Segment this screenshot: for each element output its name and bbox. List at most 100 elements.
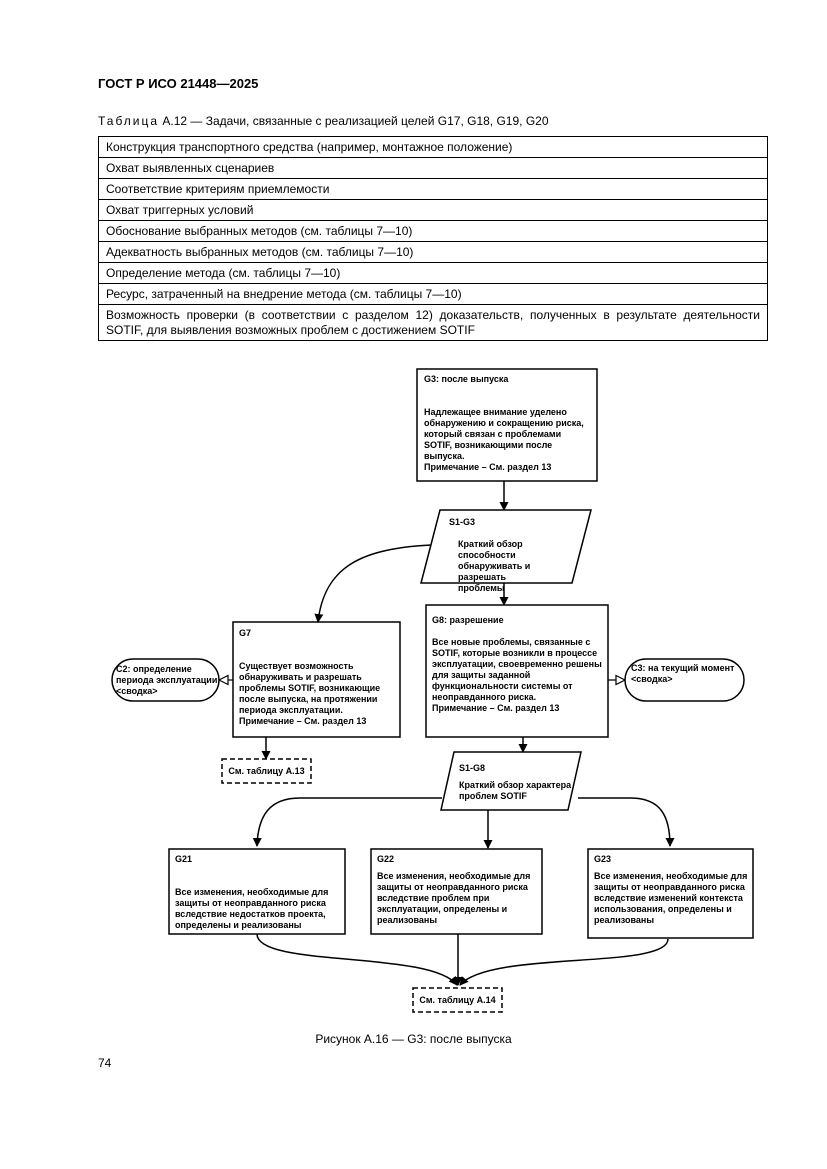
goal-g21-line: Все изменения, необходимые для <box>175 887 329 897</box>
goal-g22-text: G22 Все изменения, необходимые для защит… <box>377 854 539 926</box>
table-cell: Охват выявленных сценариев <box>98 157 768 179</box>
strategy-s1g3-shape <box>420 509 592 584</box>
ref-a14-box <box>412 987 503 1013</box>
goal-g8-box <box>425 604 609 738</box>
goal-g21-text: G21 Все изменения, необходимые для защит… <box>175 854 343 931</box>
goal-g8-line: функциональности системы от <box>432 681 573 691</box>
goal-g23-line: вследствие изменений контекста <box>594 893 743 903</box>
table-row: Определение метода (см. таблицы 7—10) <box>98 262 768 284</box>
context-c2-line: <сводка> <box>116 686 158 696</box>
strategy-s1g8-line: Краткий обзор характера <box>459 780 572 790</box>
goal-g22-box <box>370 848 543 935</box>
goal-g23-line: защиты от неоправданного риска <box>594 882 745 892</box>
goal-g3-line: SOTIF, возникающими после <box>424 440 553 450</box>
ref-a13-label: См. таблицу А.13 <box>228 766 305 776</box>
goal-g7-line: проблемы SOTIF, возникающие <box>239 683 381 693</box>
goal-g3-title: G3: после выпуска <box>424 374 509 384</box>
context-c3-shape <box>624 658 745 702</box>
context-c2-text: C2: определение периода эксплуатации <св… <box>116 664 219 697</box>
goal-g3-line: который связан с проблемами <box>424 429 562 439</box>
table-caption-text: А.12 — Задачи, связанные с реализацией ц… <box>162 114 549 128</box>
strategy-s1g3-text: S1-G3 Краткий обзор способности обнаружи… <box>449 517 579 594</box>
table-cell: Возможность проверки (в соответствии с р… <box>98 304 768 341</box>
table-caption: Таблица А.12 — Задачи, связанные с реали… <box>98 114 549 128</box>
strategy-s1g8-line: проблем SOTIF <box>459 791 527 801</box>
goal-g3-box <box>416 368 598 482</box>
goal-g8-note: Примечание – См. раздел 13 <box>432 703 560 713</box>
goal-g3-line: выпуска. <box>424 451 465 461</box>
table-cell: Ресурс, затраченный на внедрение метода … <box>98 283 768 305</box>
figure-caption: Рисунок А.16 — G3: после выпуска <box>315 1032 512 1046</box>
strategy-s1g3-line: проблемы <box>458 583 505 593</box>
strategy-s1g3-title: S1-G3 <box>449 517 476 527</box>
table-cell: Определение метода (см. таблицы 7—10) <box>98 262 768 284</box>
goal-g8-line: Все новые проблемы, связанные с <box>432 637 591 647</box>
connector-g21-ref-a14 <box>256 933 458 986</box>
goal-g21-title: G21 <box>175 854 193 864</box>
goal-g7-title: G7 <box>239 628 252 638</box>
context-c2-line: периода эксплуатации <box>116 675 218 685</box>
table-cell: Соответствие критериям приемлемости <box>98 178 768 200</box>
goal-g8-text: G8: разрешение Все новые проблемы, связа… <box>432 615 606 714</box>
goal-g23-box <box>587 848 754 939</box>
context-c3-text: C3: на текущий момент <сводка> <box>631 663 743 685</box>
goal-g22-line: защиты от неоправданного риска <box>377 882 528 892</box>
table-row: Возможность проверки (в соответствии с р… <box>98 304 768 341</box>
table-row: Охват выявленных сценариев <box>98 157 768 179</box>
goal-g3-text: G3: после выпуска Надлежащее внимание уд… <box>424 374 594 473</box>
ref-a14-label: См. таблицу А.14 <box>419 995 496 1005</box>
goal-g7-line: периода эксплуатации. <box>239 705 343 715</box>
ref-a13-box <box>221 758 312 784</box>
goal-g3-note: Примечание – См. раздел 13 <box>424 462 552 472</box>
table-cell: Адекватность выбранных методов (см. табл… <box>98 241 768 263</box>
document-header: ГОСТ Р ИСО 21448—2025 <box>98 76 259 91</box>
table-row: Ресурс, затраченный на внедрение метода … <box>98 283 768 305</box>
goal-g7-line: Существует возможность <box>239 661 354 671</box>
context-c2-shape <box>111 658 220 702</box>
goal-g22-line: реализованы <box>377 915 438 925</box>
goal-g8-line: для защиты заданной <box>432 670 531 680</box>
goal-g7-box <box>232 621 401 738</box>
goal-g22-line: вследствие проблем при <box>377 893 490 903</box>
table-caption-prefix: Таблица <box>98 114 160 128</box>
goal-g23-title: G23 <box>594 854 612 864</box>
requirements-table: Конструкция транспортного средства (напр… <box>98 136 768 341</box>
strategy-s1g8-shape <box>440 751 582 811</box>
goal-g23-line: использования, определены и <box>594 904 732 914</box>
goal-g22-line: Все изменения, необходимые для <box>377 871 531 881</box>
goal-g7-line: обнаруживать и разрешать <box>239 672 362 682</box>
goal-g7-text: G7 Существует возможность обнаруживать и… <box>239 628 399 727</box>
strategy-s1g8-text: S1-G8 Краткий обзор характера проблем SO… <box>459 763 574 802</box>
goal-g21-line: вследствие недостатков проекта, <box>175 909 326 919</box>
goal-g23-line: реализованы <box>594 915 655 925</box>
goal-g22-line: эксплуатации, определены и <box>377 904 508 914</box>
context-c3-line: <сводка> <box>631 674 673 684</box>
goal-g7-note: Примечание – См. раздел 13 <box>239 716 367 726</box>
table-cell: Конструкция транспортного средства (напр… <box>98 136 768 158</box>
goal-g8-line: SOTIF, которые возникли в процессе <box>432 648 598 658</box>
connector-s1g8-g23 <box>578 797 675 847</box>
goal-g3-line: Надлежащее внимание уделено <box>424 407 567 417</box>
goal-g7-line: после выпуска, на протяжении <box>239 694 378 704</box>
goal-g23-line: Все изменения, необходимые для <box>594 871 748 881</box>
connector-s1g8-g21 <box>252 797 442 847</box>
goal-g23-text: G23 Все изменения, необходимые для защит… <box>594 854 752 926</box>
page-number: 74 <box>98 1056 112 1070</box>
goal-g8-line: эксплуатации, своевременно решены <box>432 659 602 669</box>
goal-g22-title: G22 <box>377 854 395 864</box>
strategy-s1g3-line: обнаруживать и разрешать <box>458 561 531 582</box>
table-row: Адекватность выбранных методов (см. табл… <box>98 241 768 263</box>
table-row: Конструкция транспортного средства (напр… <box>98 136 768 158</box>
strategy-s1g8-title: S1-G8 <box>459 763 486 773</box>
goal-g21-line: защиты от неоправданного риска <box>175 898 326 908</box>
goal-g21-box <box>168 848 346 935</box>
goal-g21-line: определены и реализованы <box>175 920 302 930</box>
strategy-s1g3-line: Краткий обзор способности <box>458 539 523 560</box>
connector-s1g3-g7 <box>314 544 433 623</box>
context-c3-line: C3: на текущий момент <box>631 663 735 673</box>
goal-g8-title: G8: разрешение <box>432 615 504 625</box>
context-c2-line: C2: определение <box>116 664 192 674</box>
table-row: Соответствие критериям приемлемости <box>98 178 768 200</box>
connector-g23-ref-a14 <box>459 938 669 986</box>
